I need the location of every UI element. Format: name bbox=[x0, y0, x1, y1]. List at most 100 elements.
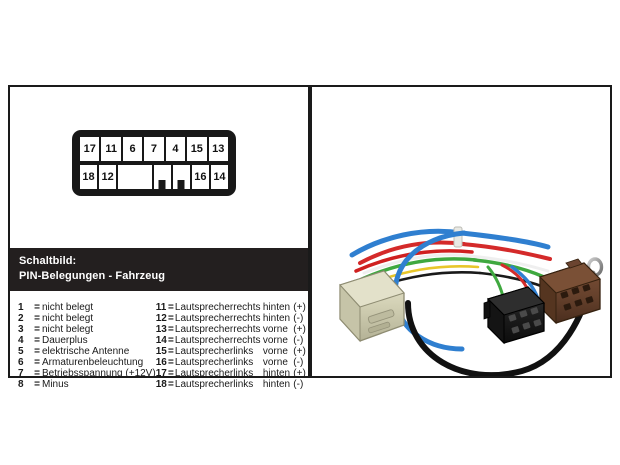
legend-row: 16 = Lautsprecher links vorne (-) bbox=[156, 357, 308, 368]
legend-pin-number: 11 bbox=[155, 302, 167, 313]
legend-device: Lautsprecher bbox=[174, 313, 234, 324]
legend-equals: = bbox=[34, 357, 40, 368]
legend-row: 12 = Lautsprecher rechts hinten (-) bbox=[156, 313, 308, 324]
legend-device: Lautsprecher bbox=[174, 335, 234, 346]
legend-position: hinten bbox=[262, 379, 291, 390]
pin-cavity: 15 bbox=[187, 137, 207, 161]
pin-assignment-panel: 17 11 6 7 4 15 13 18 12 16 14 Schaltbild… bbox=[8, 85, 310, 390]
legend-position: hinten bbox=[262, 302, 291, 313]
legend-equals: = bbox=[34, 313, 40, 324]
legend-polarity: (+) bbox=[293, 368, 306, 379]
legend-description: Minus bbox=[42, 379, 69, 390]
legend-description: nicht belegt bbox=[42, 313, 94, 324]
pin-legend-column-right: 11 = Lautsprecher rechts hinten (+) 12 =… bbox=[155, 302, 308, 390]
legend-row: 6 = Armaturenbeleuchtung bbox=[18, 357, 156, 368]
legend-equals: = bbox=[167, 379, 174, 390]
legend-row: 5 = elektrische Antenne bbox=[18, 346, 156, 357]
legend-equals: = bbox=[34, 346, 40, 357]
legend-position: hinten bbox=[262, 313, 291, 324]
pin-cavity: 13 bbox=[208, 137, 228, 161]
legend-equals: = bbox=[167, 324, 174, 335]
pin-legend: 1 = nicht belegt 2 = nicht belegt 3 = ni… bbox=[10, 296, 308, 390]
legend-equals: = bbox=[167, 302, 174, 313]
legend-device: Lautsprecher bbox=[174, 302, 234, 313]
legend-row: 14 = Lautsprecher rechts vorne (-) bbox=[156, 335, 308, 346]
legend-row: 8 = Minus bbox=[18, 379, 156, 390]
legend-pin-number: 13 bbox=[155, 324, 167, 335]
legend-polarity: (+) bbox=[293, 346, 306, 357]
caption-band: Schaltbild: PIN-Belegungen - Fahrzeug bbox=[10, 248, 308, 291]
legend-pin-number: 6 bbox=[18, 357, 24, 368]
legend-equals: = bbox=[34, 368, 40, 379]
legend-equals: = bbox=[167, 313, 174, 324]
legend-pin-number: 3 bbox=[18, 324, 24, 335]
legend-position: vorne bbox=[262, 357, 288, 368]
pin-cavity: 4 bbox=[165, 137, 186, 161]
legend-polarity: (-) bbox=[293, 357, 304, 368]
pin-cavity: 6 bbox=[122, 137, 143, 161]
connector-row-bottom: 18 12 16 14 bbox=[80, 165, 228, 189]
vehicle-connector-pinout: 17 11 6 7 4 15 13 18 12 16 14 bbox=[72, 130, 236, 196]
wiring-harness-photo bbox=[312, 87, 610, 376]
legend-polarity: (-) bbox=[293, 335, 304, 346]
legend-device: Lautsprecher bbox=[174, 357, 234, 368]
legend-row: 13 = Lautsprecher rechts vorne (+) bbox=[156, 324, 308, 335]
legend-row: 1 = nicht belegt bbox=[18, 302, 156, 313]
legend-row: 15 = Lautsprecher links vorne (+) bbox=[156, 346, 308, 357]
legend-pin-number: 8 bbox=[18, 379, 24, 390]
legend-equals: = bbox=[167, 346, 174, 357]
vehicle-connector-body bbox=[339, 270, 405, 343]
legend-description: nicht belegt bbox=[42, 324, 94, 335]
legend-equals: = bbox=[167, 335, 174, 346]
ground-wire bbox=[405, 280, 593, 376]
legend-pin-number: 17 bbox=[155, 368, 167, 379]
legend-pin-number: 18 bbox=[155, 379, 167, 390]
legend-pin-number: 12 bbox=[155, 313, 167, 324]
pin-cavity: 11 bbox=[101, 137, 121, 161]
legend-device: Lautsprecher bbox=[174, 346, 234, 357]
wire-bundle bbox=[349, 228, 552, 303]
pin-cavity: 16 bbox=[191, 165, 209, 189]
legend-side: rechts bbox=[233, 302, 261, 313]
legend-pin-number: 2 bbox=[18, 313, 24, 324]
pin-legend-column-left: 1 = nicht belegt 2 = nicht belegt 3 = ni… bbox=[18, 302, 156, 390]
caption-title: Schaltbild: bbox=[19, 255, 77, 267]
legend-pin-number: 5 bbox=[18, 346, 24, 357]
legend-position: hinten bbox=[262, 368, 291, 379]
legend-description: Dauerplus bbox=[42, 335, 88, 346]
legend-row: 3 = nicht belegt bbox=[18, 324, 156, 335]
legend-equals: = bbox=[34, 324, 40, 335]
legend-polarity: (+) bbox=[293, 302, 306, 313]
legend-pin-number: 1 bbox=[18, 302, 24, 313]
pin-cavity-empty bbox=[153, 165, 171, 189]
legend-pin-number: 14 bbox=[155, 335, 167, 346]
legend-equals: = bbox=[34, 379, 40, 390]
pin-cavity-empty bbox=[172, 165, 190, 189]
pin-cavity: 12 bbox=[99, 165, 117, 189]
legend-side: links bbox=[233, 357, 254, 368]
caption-subtitle: PIN-Belegungen - Fahrzeug bbox=[19, 269, 166, 282]
legend-description: Betriebsspannung (+12V) bbox=[42, 368, 156, 379]
connector-diagram-area: 17 11 6 7 4 15 13 18 12 16 14 bbox=[10, 87, 308, 247]
iso-black-connector bbox=[483, 286, 545, 345]
legend-description: nicht belegt bbox=[42, 302, 94, 313]
legend-device: Lautsprecher bbox=[174, 368, 234, 379]
product-photo-panel bbox=[310, 85, 612, 378]
legend-polarity: (+) bbox=[293, 324, 306, 335]
legend-polarity: (-) bbox=[293, 313, 304, 324]
harness-illustration bbox=[312, 87, 610, 376]
legend-pin-number: 4 bbox=[18, 335, 24, 346]
legend-row: 2 = nicht belegt bbox=[18, 313, 156, 324]
legend-equals: = bbox=[34, 335, 40, 346]
legend-device: Lautsprecher bbox=[174, 324, 234, 335]
legend-description: Armaturenbeleuchtung bbox=[42, 357, 144, 368]
legend-side: rechts bbox=[233, 313, 261, 324]
legend-side: rechts bbox=[233, 335, 261, 346]
cable-tie bbox=[453, 226, 463, 248]
legend-side: links bbox=[233, 346, 254, 357]
legend-pin-number: 7 bbox=[18, 368, 24, 379]
legend-side: links bbox=[233, 379, 254, 390]
legend-position: vorne bbox=[262, 346, 288, 357]
pin-cavity-empty bbox=[118, 165, 152, 189]
legend-pin-number: 16 bbox=[155, 357, 167, 368]
